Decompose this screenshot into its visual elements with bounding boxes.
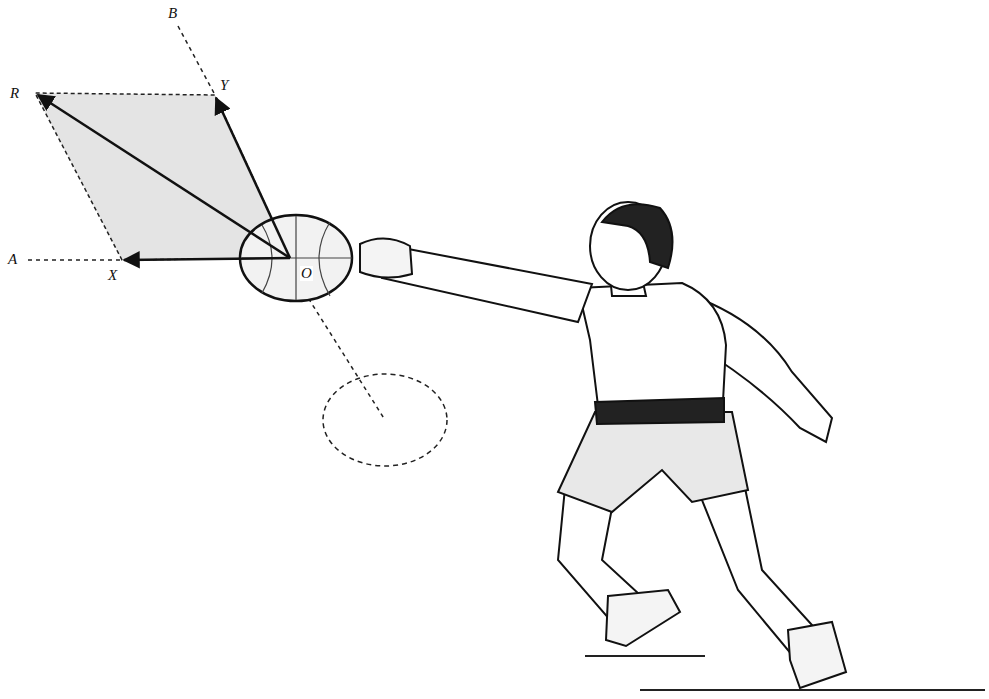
ball-outline	[323, 374, 447, 466]
direction-line	[300, 285, 385, 420]
direction-line	[178, 26, 215, 95]
direction-line	[28, 259, 122, 261]
point-label: A	[8, 252, 17, 267]
floor-line	[585, 655, 705, 657]
point-label: X	[108, 268, 117, 283]
force-arrow	[124, 258, 290, 260]
resultant-arrow	[38, 95, 290, 258]
point-label: O	[300, 266, 313, 281]
point-label: R	[10, 86, 19, 101]
point-label: B	[168, 6, 177, 21]
player	[360, 202, 846, 688]
floor-line	[640, 689, 985, 691]
point-label: Y	[220, 78, 228, 93]
